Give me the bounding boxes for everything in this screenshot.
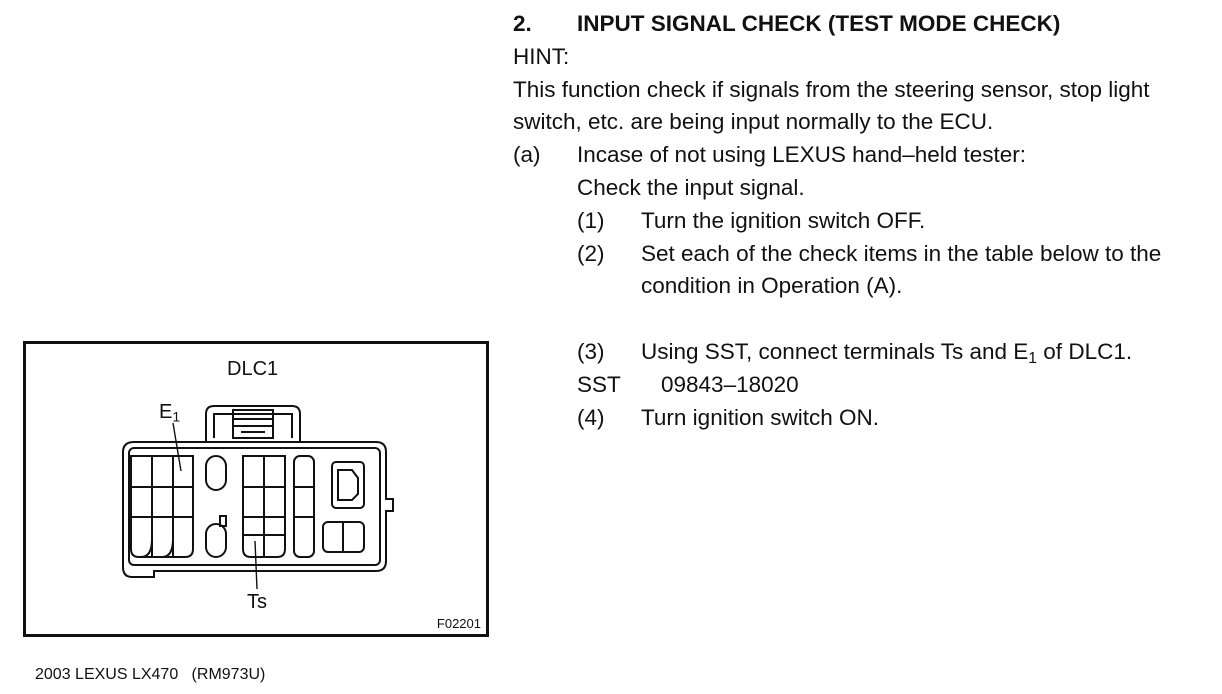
pin-key: [219, 515, 227, 527]
connector-latch-inner: [213, 413, 293, 438]
connector-latch: [205, 405, 301, 442]
substep-4-marker: (4): [577, 404, 605, 430]
substep-4: (4) Turn ignition switch ON.: [513, 402, 1213, 435]
pin-block-center: [242, 455, 286, 558]
leader-e1: [172, 422, 182, 472]
label-ts: Ts: [247, 591, 267, 613]
pin-oval-top: [205, 455, 227, 491]
step-a-marker: (a): [513, 142, 541, 168]
connector-inner-frame: [128, 447, 381, 566]
figure-title: DLC1: [227, 358, 279, 380]
section-input-signal-check: 2. INPUT SIGNAL CHECK (TEST MODE CHECK) …: [513, 8, 1213, 435]
leader-ts: [254, 540, 258, 590]
hint-line-1: This function check if signals from the …: [513, 76, 1150, 102]
pin-tall-right: [293, 455, 315, 558]
substep-1: (1) Turn the ignition switch OFF.: [513, 205, 1213, 238]
section-number: 2.: [513, 11, 532, 36]
sst-label: SST: [577, 371, 621, 397]
connector-outline: [122, 441, 394, 578]
label-e1-main: E: [159, 401, 173, 423]
substep-2-marker: (2): [577, 240, 605, 266]
step-a-line-1: Incase of not using LEXUS hand–held test…: [577, 142, 1027, 168]
substep-1-marker: (1): [577, 207, 605, 233]
substep-3-text-post: of DLC1.: [1037, 339, 1133, 365]
substep-3-marker: (3): [577, 339, 605, 365]
dlc1-figure: DLC1 E1 Ts F02201: [23, 341, 489, 637]
substep-1-text: Turn the ignition switch OFF.: [641, 207, 926, 233]
step-a: (a) Incase of not using LEXUS hand–held …: [513, 139, 1213, 172]
substep-3-text-sub: 1: [1028, 350, 1038, 368]
section-title: INPUT SIGNAL CHECK (TEST MODE CHECK): [577, 11, 1061, 36]
hint-label: HINT:: [513, 43, 570, 69]
label-e1-sub: 1: [172, 408, 181, 425]
substep-2-text-1: Set each of the check items in the table…: [641, 240, 1162, 266]
substep-3: (3) Using SST, connect terminals Ts and …: [513, 336, 1213, 369]
step-a-line-2: Check the input signal.: [577, 174, 805, 200]
socket-right: [331, 461, 365, 509]
substep-4-text: Turn ignition switch ON.: [641, 404, 879, 430]
section-heading: 2. INPUT SIGNAL CHECK (TEST MODE CHECK): [513, 8, 1213, 41]
pin-block-left: [130, 455, 194, 558]
substep-3-text-pre: Using SST, connect terminals Ts and E: [641, 339, 1029, 365]
substep-2-text-2: condition in Operation (A).: [641, 273, 903, 299]
figure-code: F02201: [436, 616, 481, 631]
sst-row: SST 09843–18020: [513, 369, 1213, 402]
substep-3-text: Using SST, connect terminals Ts and E1 o…: [641, 336, 1132, 369]
latch-slot: [232, 409, 274, 439]
label-e1: E1: [159, 401, 180, 424]
dlc1-connector-diagram: [122, 405, 394, 590]
substep-2: (2) Set each of the check items in the t…: [513, 238, 1213, 271]
sst-value: 09843–18020: [661, 371, 799, 397]
footer-model: 2003 LEXUS LX470 (RM973U): [35, 666, 266, 683]
pin-oval-bottom: [205, 523, 227, 558]
spacer: [513, 303, 1213, 336]
hint-line-2: switch, etc. are being input normally to…: [513, 109, 994, 135]
